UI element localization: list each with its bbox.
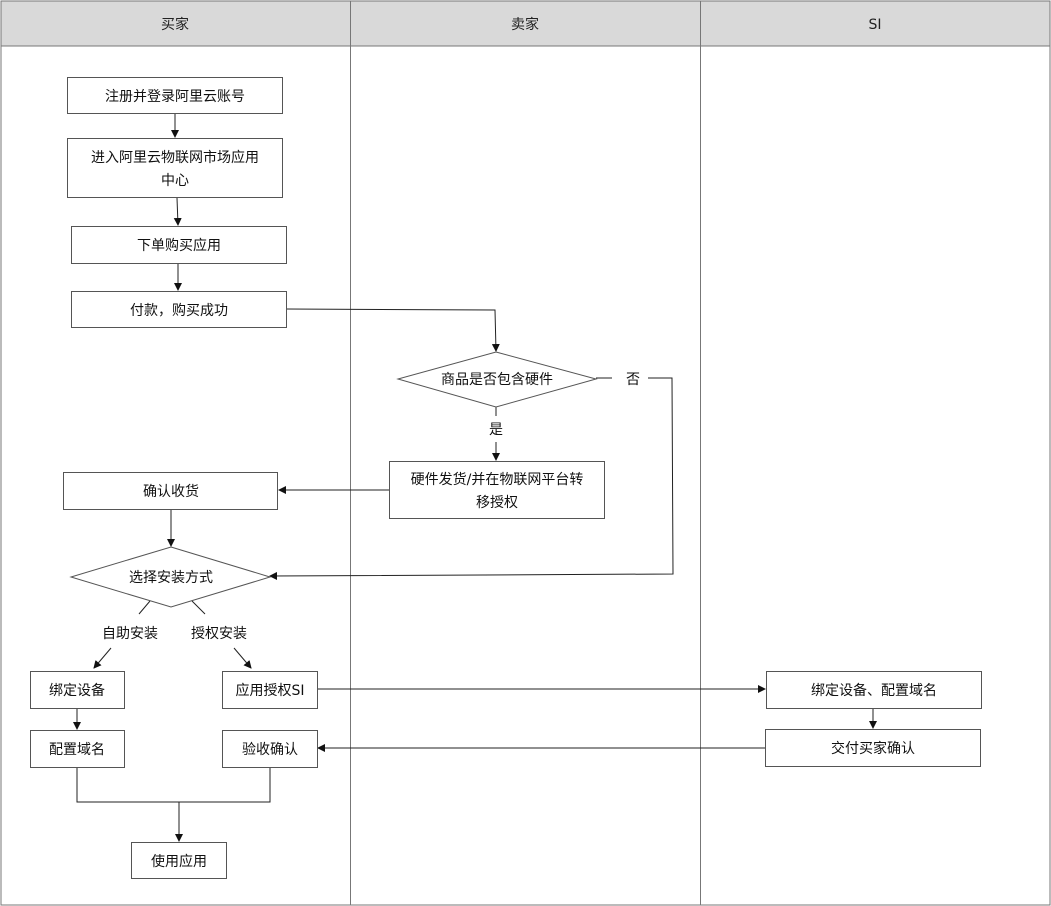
edge-market-to-order [173, 197, 182, 226]
node-enter-market [67, 138, 283, 198]
node-si-deliver [765, 729, 981, 767]
node-register-label: 注册并登录阿里云账号 [105, 89, 245, 105]
node-authorize-si [222, 671, 318, 709]
node-enter-market-label-1: 进入阿里云物联网市场应用 [91, 149, 259, 166]
node-pay [71, 291, 287, 328]
node-ship-hardware-label-2: 移授权 [476, 495, 518, 511]
node-bind-device-label: 绑定设备 [49, 682, 105, 699]
lane-title-seller: 卖家 [511, 16, 539, 33]
connectors [73, 114, 877, 842]
node-pay-label: 付款，购买成功 [130, 303, 228, 319]
edge-config-merge [76, 767, 179, 803]
edge-accept-merge [179, 767, 271, 803]
node-use-app [131, 842, 227, 879]
edge-label-authorized-install: 授权安装 [191, 626, 247, 642]
node-confirm-receipt-label: 确认收货 [143, 483, 199, 500]
edge-choose-self-a [138, 600, 151, 615]
edge-choose-auth-a [191, 600, 206, 615]
node-choose-install [69, 546, 272, 608]
node-has-hardware-label: 商品是否包含硬件 [441, 372, 553, 388]
node-accept-confirm-label: 验收确认 [242, 742, 298, 758]
node-ship-hardware [389, 461, 605, 519]
node-register [67, 77, 283, 114]
node-ship-hardware-label-1: 硬件发货/并在物联网平台转 [411, 471, 584, 488]
edge-choose-auth-b [233, 647, 252, 669]
edge-decision-no-route [269, 377, 674, 580]
node-confirm-receipt [63, 472, 278, 510]
edge-pay-to-decision [285, 308, 500, 352]
node-si-deliver-label: 交付买家确认 [831, 740, 915, 757]
edge-label-no: 否 [626, 372, 640, 388]
node-authorize-si-label: 应用授权SI [235, 682, 304, 699]
node-order-label: 下单购买应用 [137, 237, 221, 254]
node-choose-install-label: 选择安装方式 [129, 570, 213, 586]
edge-choose-self-b [93, 647, 112, 669]
node-has-hardware [396, 351, 598, 408]
node-use-app-label: 使用应用 [151, 853, 207, 870]
node-bind-device [30, 671, 125, 709]
node-accept-confirm [222, 730, 318, 768]
node-enter-market-label-2: 中心 [161, 173, 189, 189]
lane-title-si: SI [868, 17, 881, 33]
node-order [71, 226, 287, 264]
edge-label-self-install: 自助安装 [102, 626, 158, 642]
node-si-bind-config [766, 671, 982, 709]
node-config-domain-label: 配置域名 [49, 742, 105, 758]
node-si-bind-config-label: 绑定设备、配置域名 [811, 682, 937, 699]
lane-title-buyer: 买家 [161, 16, 189, 33]
edge-label-yes: 是 [489, 422, 503, 438]
node-config-domain [30, 730, 125, 768]
